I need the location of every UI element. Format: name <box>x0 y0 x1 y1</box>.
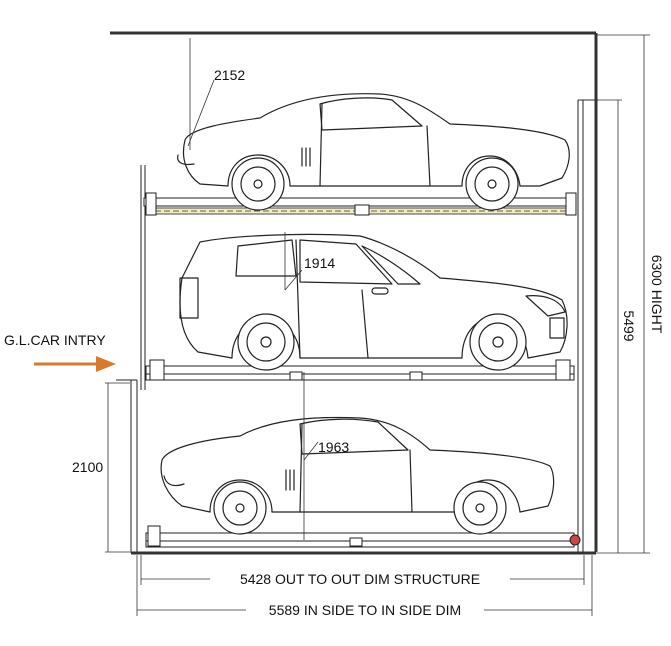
dim-overall-height: 6300 HIGHT <box>649 255 665 334</box>
dim-inner-width: 5589 IN SIDE TO IN SIDE DIM <box>269 602 461 618</box>
car-middle-level <box>179 233 568 371</box>
dimension-lines <box>105 34 650 616</box>
dim-structure-height: 5499 <box>621 310 637 341</box>
car-top-level <box>177 93 570 211</box>
car-bottom-level <box>160 416 555 535</box>
entry-arrow-icon <box>34 356 116 372</box>
platform-top <box>143 192 577 216</box>
platform-middle <box>145 359 575 381</box>
steel-frame <box>110 31 598 555</box>
dim-top-car-height: 2152 <box>214 67 245 83</box>
dim-middle-car-height: 1914 <box>304 255 335 271</box>
dim-entry-height: 2100 <box>72 459 103 475</box>
dim-outer-width: 5428 OUT TO OUT DIM STRUCTURE <box>240 571 480 587</box>
entry-label: G.L.CAR INTRY <box>4 332 106 348</box>
platform-bottom <box>145 525 581 548</box>
dim-bottom-car-height: 1963 <box>318 439 349 455</box>
